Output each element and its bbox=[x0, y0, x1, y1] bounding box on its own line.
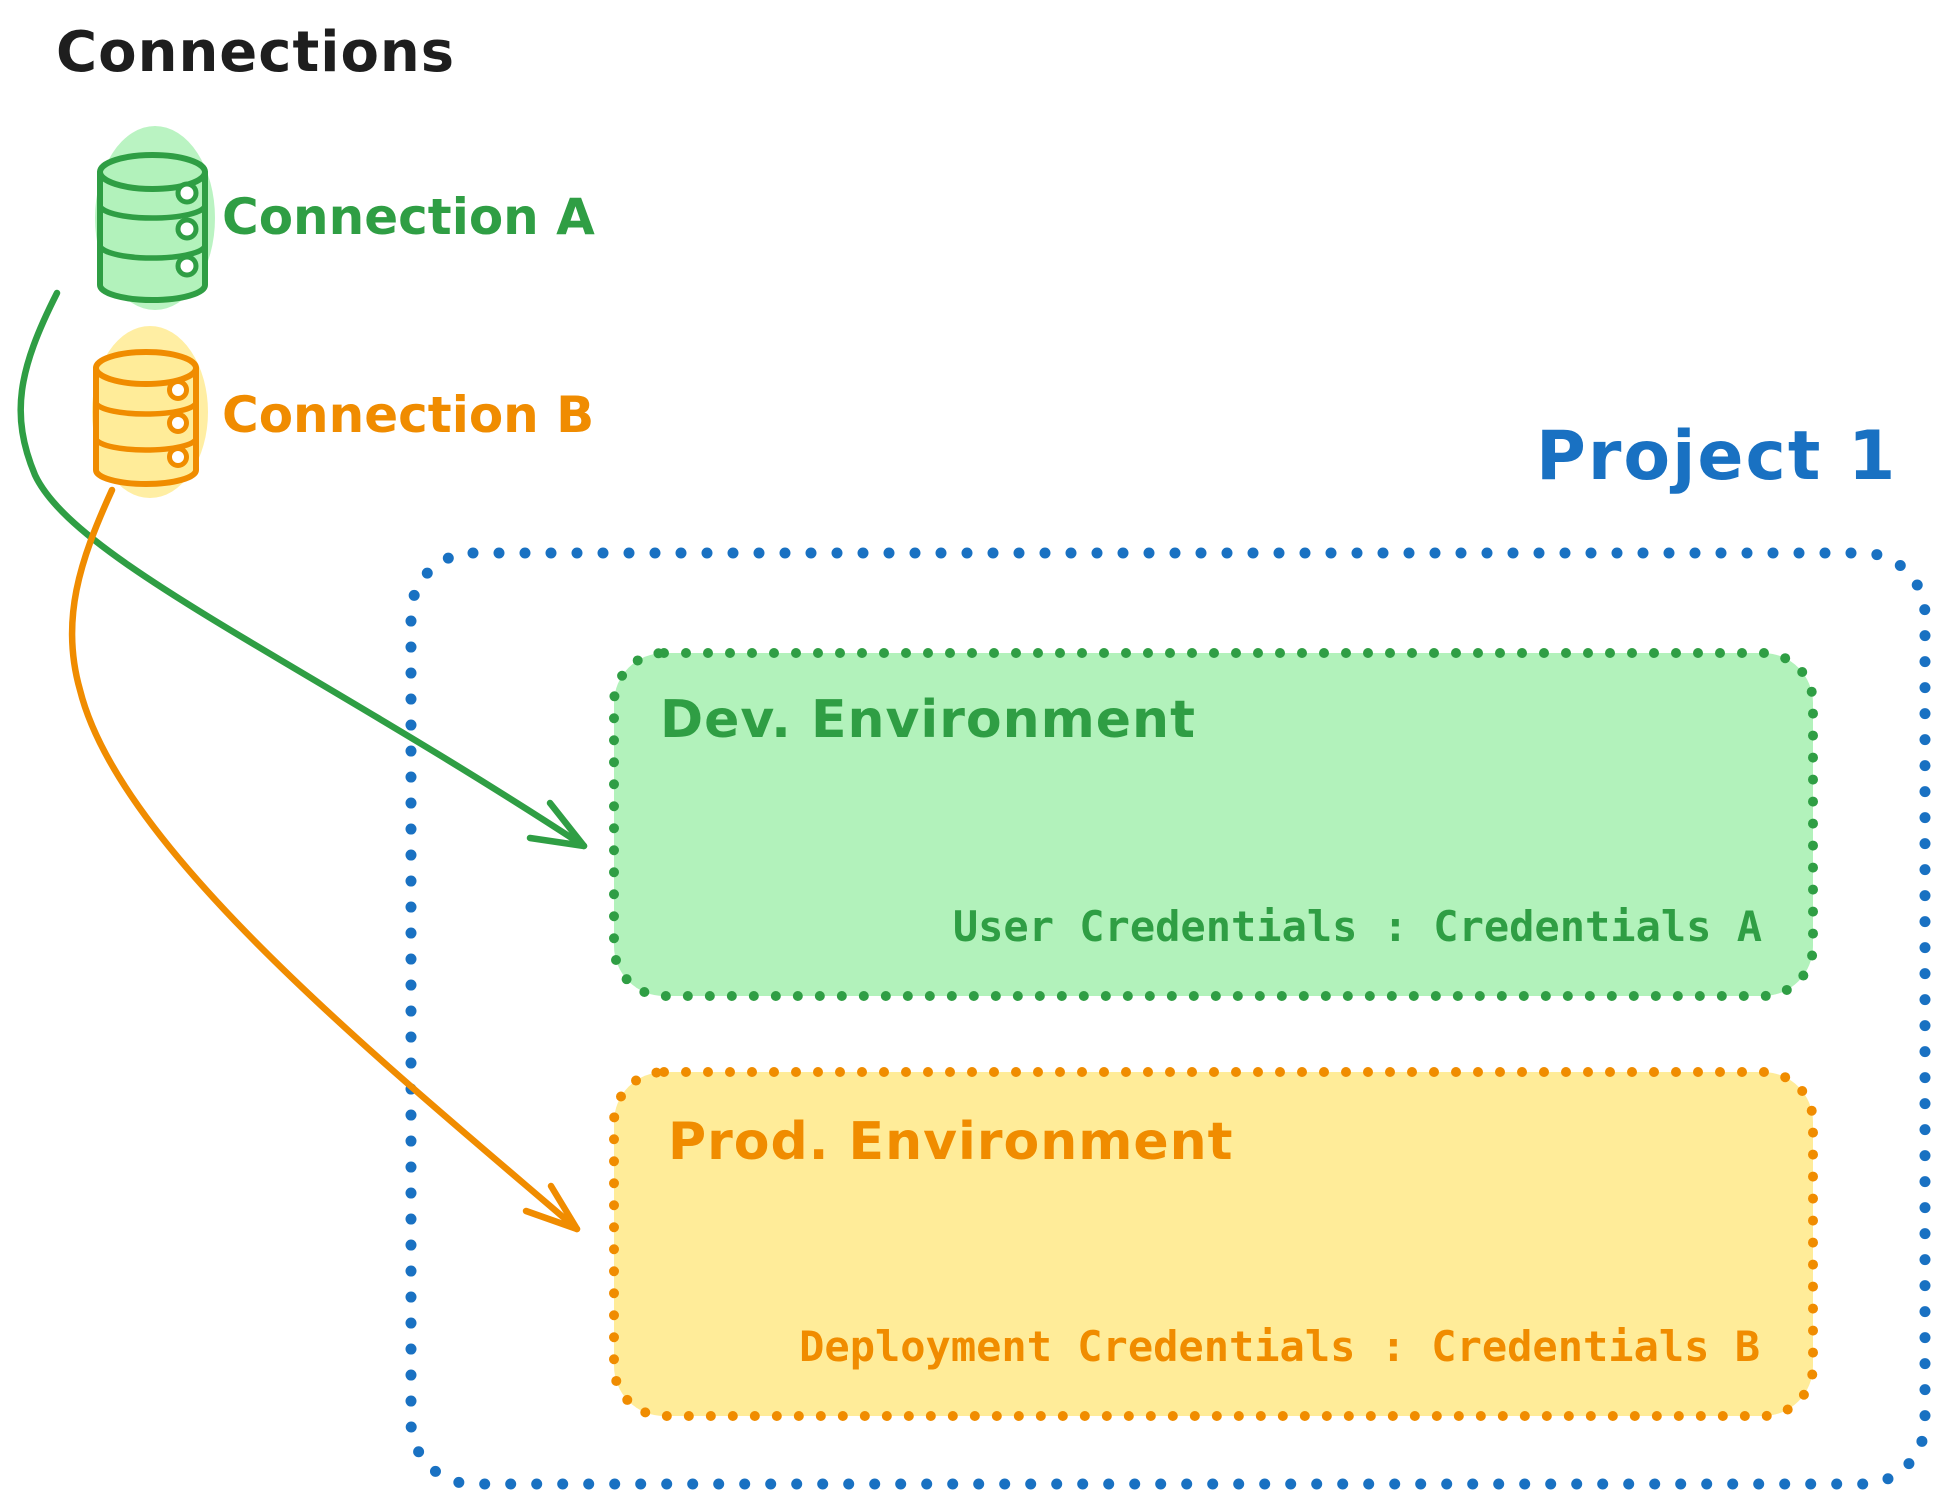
dev-environment-box bbox=[609, 648, 1818, 1001]
dev-environment-credentials: User Credentials : Credentials A bbox=[952, 902, 1762, 951]
arrowhead bbox=[526, 799, 588, 850]
connections-title: Connections bbox=[56, 20, 456, 85]
arrowhead bbox=[522, 1182, 581, 1233]
prod-environment-box bbox=[609, 1067, 1818, 1421]
connection-a-label: Connection A bbox=[222, 188, 595, 246]
connection-b-label: Connection B bbox=[222, 386, 595, 444]
connection-a-arrow bbox=[17, 289, 588, 850]
prod-environment-credentials: Deployment Credentials : Credentials B bbox=[799, 1322, 1760, 1371]
dev-environment-title: Dev. Environment bbox=[660, 690, 1196, 750]
connection-b-arrow bbox=[68, 486, 581, 1233]
prod-environment-title: Prod. Environment bbox=[668, 1112, 1234, 1172]
project-1-title: Project 1 bbox=[1536, 417, 1898, 496]
database-icon bbox=[95, 126, 215, 310]
database-icon bbox=[92, 326, 208, 498]
